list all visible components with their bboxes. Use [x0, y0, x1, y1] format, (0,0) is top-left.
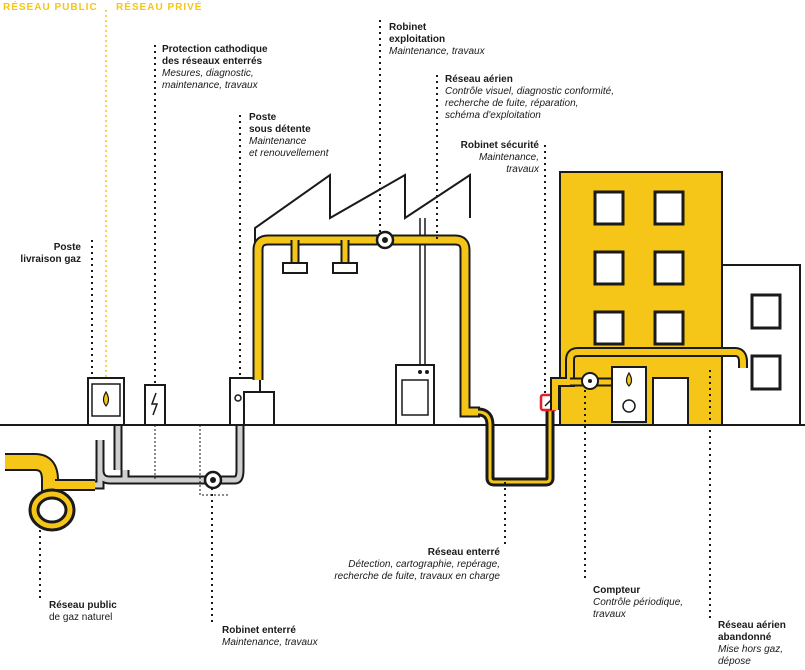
compteur-meter [581, 372, 599, 390]
label-desc: Mesures, diagnostic, [162, 68, 254, 79]
label-title: sous détente [249, 124, 311, 135]
public-main-pipe [5, 453, 95, 532]
label-title: Poste [53, 242, 81, 253]
label-title: Réseau enterré [427, 547, 500, 558]
label-title: Réseau public [49, 600, 117, 611]
label-desc: Maintenance, travaux [389, 46, 485, 57]
label-title: Robinet [389, 22, 427, 33]
poste-detente-box [229, 377, 275, 426]
label-desc: recherche de fuite, réparation, [445, 98, 579, 109]
label-desc: Contrôle périodique, [593, 597, 684, 608]
buried-network-pipe [477, 407, 555, 487]
industrial-boiler [395, 364, 435, 426]
label-desc: Détection, cartographie, repérage, [348, 559, 500, 570]
label-title: exploitation [389, 34, 446, 45]
label-desc: travaux [506, 164, 539, 175]
label-robinet-enterre: Robinet enterré Maintenance, travaux [222, 625, 362, 649]
label-robinet-securite: Robinet sécurité Maintenance, travaux [419, 140, 539, 176]
radiant-heaters [282, 262, 358, 274]
robinet-exploitation-valve [375, 230, 395, 250]
label-desc: Maintenance, travaux [222, 637, 318, 648]
factory-outline [254, 173, 471, 425]
label-desc: et renouvellement [249, 148, 329, 159]
label-title: Réseau aérien [445, 74, 513, 85]
abandoned-building [722, 264, 801, 425]
label-reseau-public: Réseau public de gaz naturel [49, 600, 169, 624]
poste-livraison-cabinet [87, 377, 125, 426]
label-title: livraison gaz [20, 254, 81, 265]
label-protection-cathodique: Protection cathodique des réseaux enterr… [162, 44, 322, 92]
label-reseau-aerien-abandonne: Réseau aérien abandonné Mise hors gaz, d… [718, 620, 803, 668]
label-title: des réseaux enterrés [162, 56, 263, 67]
underground-service-pipe [95, 425, 245, 490]
label-title: Poste [249, 112, 277, 123]
trench-outline [199, 425, 230, 496]
label-poste-livraison: Poste livraison gaz [0, 242, 81, 266]
label-desc: Contrôle visuel, diagnostic conformité, [445, 86, 614, 97]
label-desc: schéma d'exploitation [445, 110, 541, 121]
label-desc: recherche de fuite, travaux en charge [334, 571, 500, 582]
label-desc: maintenance, travaux [162, 80, 258, 91]
leader-lines [39, 20, 711, 622]
label-desc: dépose [718, 656, 751, 667]
zone-public-label: RÉSEAU PUBLIC [3, 2, 98, 13]
label-reseau-enterre: Réseau enterré Détection, cartographie, … [290, 547, 500, 583]
label-desc: Maintenance [249, 136, 307, 147]
label-desc: travaux [593, 609, 626, 620]
label-title: Robinet sécurité [460, 140, 539, 151]
label-desc: Mise hors gaz, [718, 644, 784, 655]
label-title: Réseau aérien [718, 620, 786, 631]
label-desc: Maintenance, [478, 152, 539, 163]
label-robinet-exploitation: Robinet exploitation Maintenance, travau… [389, 22, 519, 58]
label-poste-detente: Poste sous détente Maintenance et renouv… [249, 112, 369, 160]
label-title: Robinet enterré [222, 625, 296, 636]
robinet-enterre-valve [203, 470, 223, 490]
label-title: abandonné [718, 632, 772, 643]
label-title: Protection cathodique [162, 44, 268, 55]
cathodic-protection-box [144, 384, 166, 480]
domestic-boiler [611, 366, 647, 423]
label-compteur: Compteur Contrôle périodique, travaux [593, 585, 713, 621]
label-title: Compteur [593, 585, 641, 596]
label-desc: de gaz naturel [49, 612, 113, 623]
aerial-pipe [252, 234, 480, 418]
zone-private-label: RÉSEAU PRIVÉ [116, 2, 203, 13]
label-reseau-aerien: Réseau aérien Contrôle visuel, diagnosti… [445, 74, 655, 122]
